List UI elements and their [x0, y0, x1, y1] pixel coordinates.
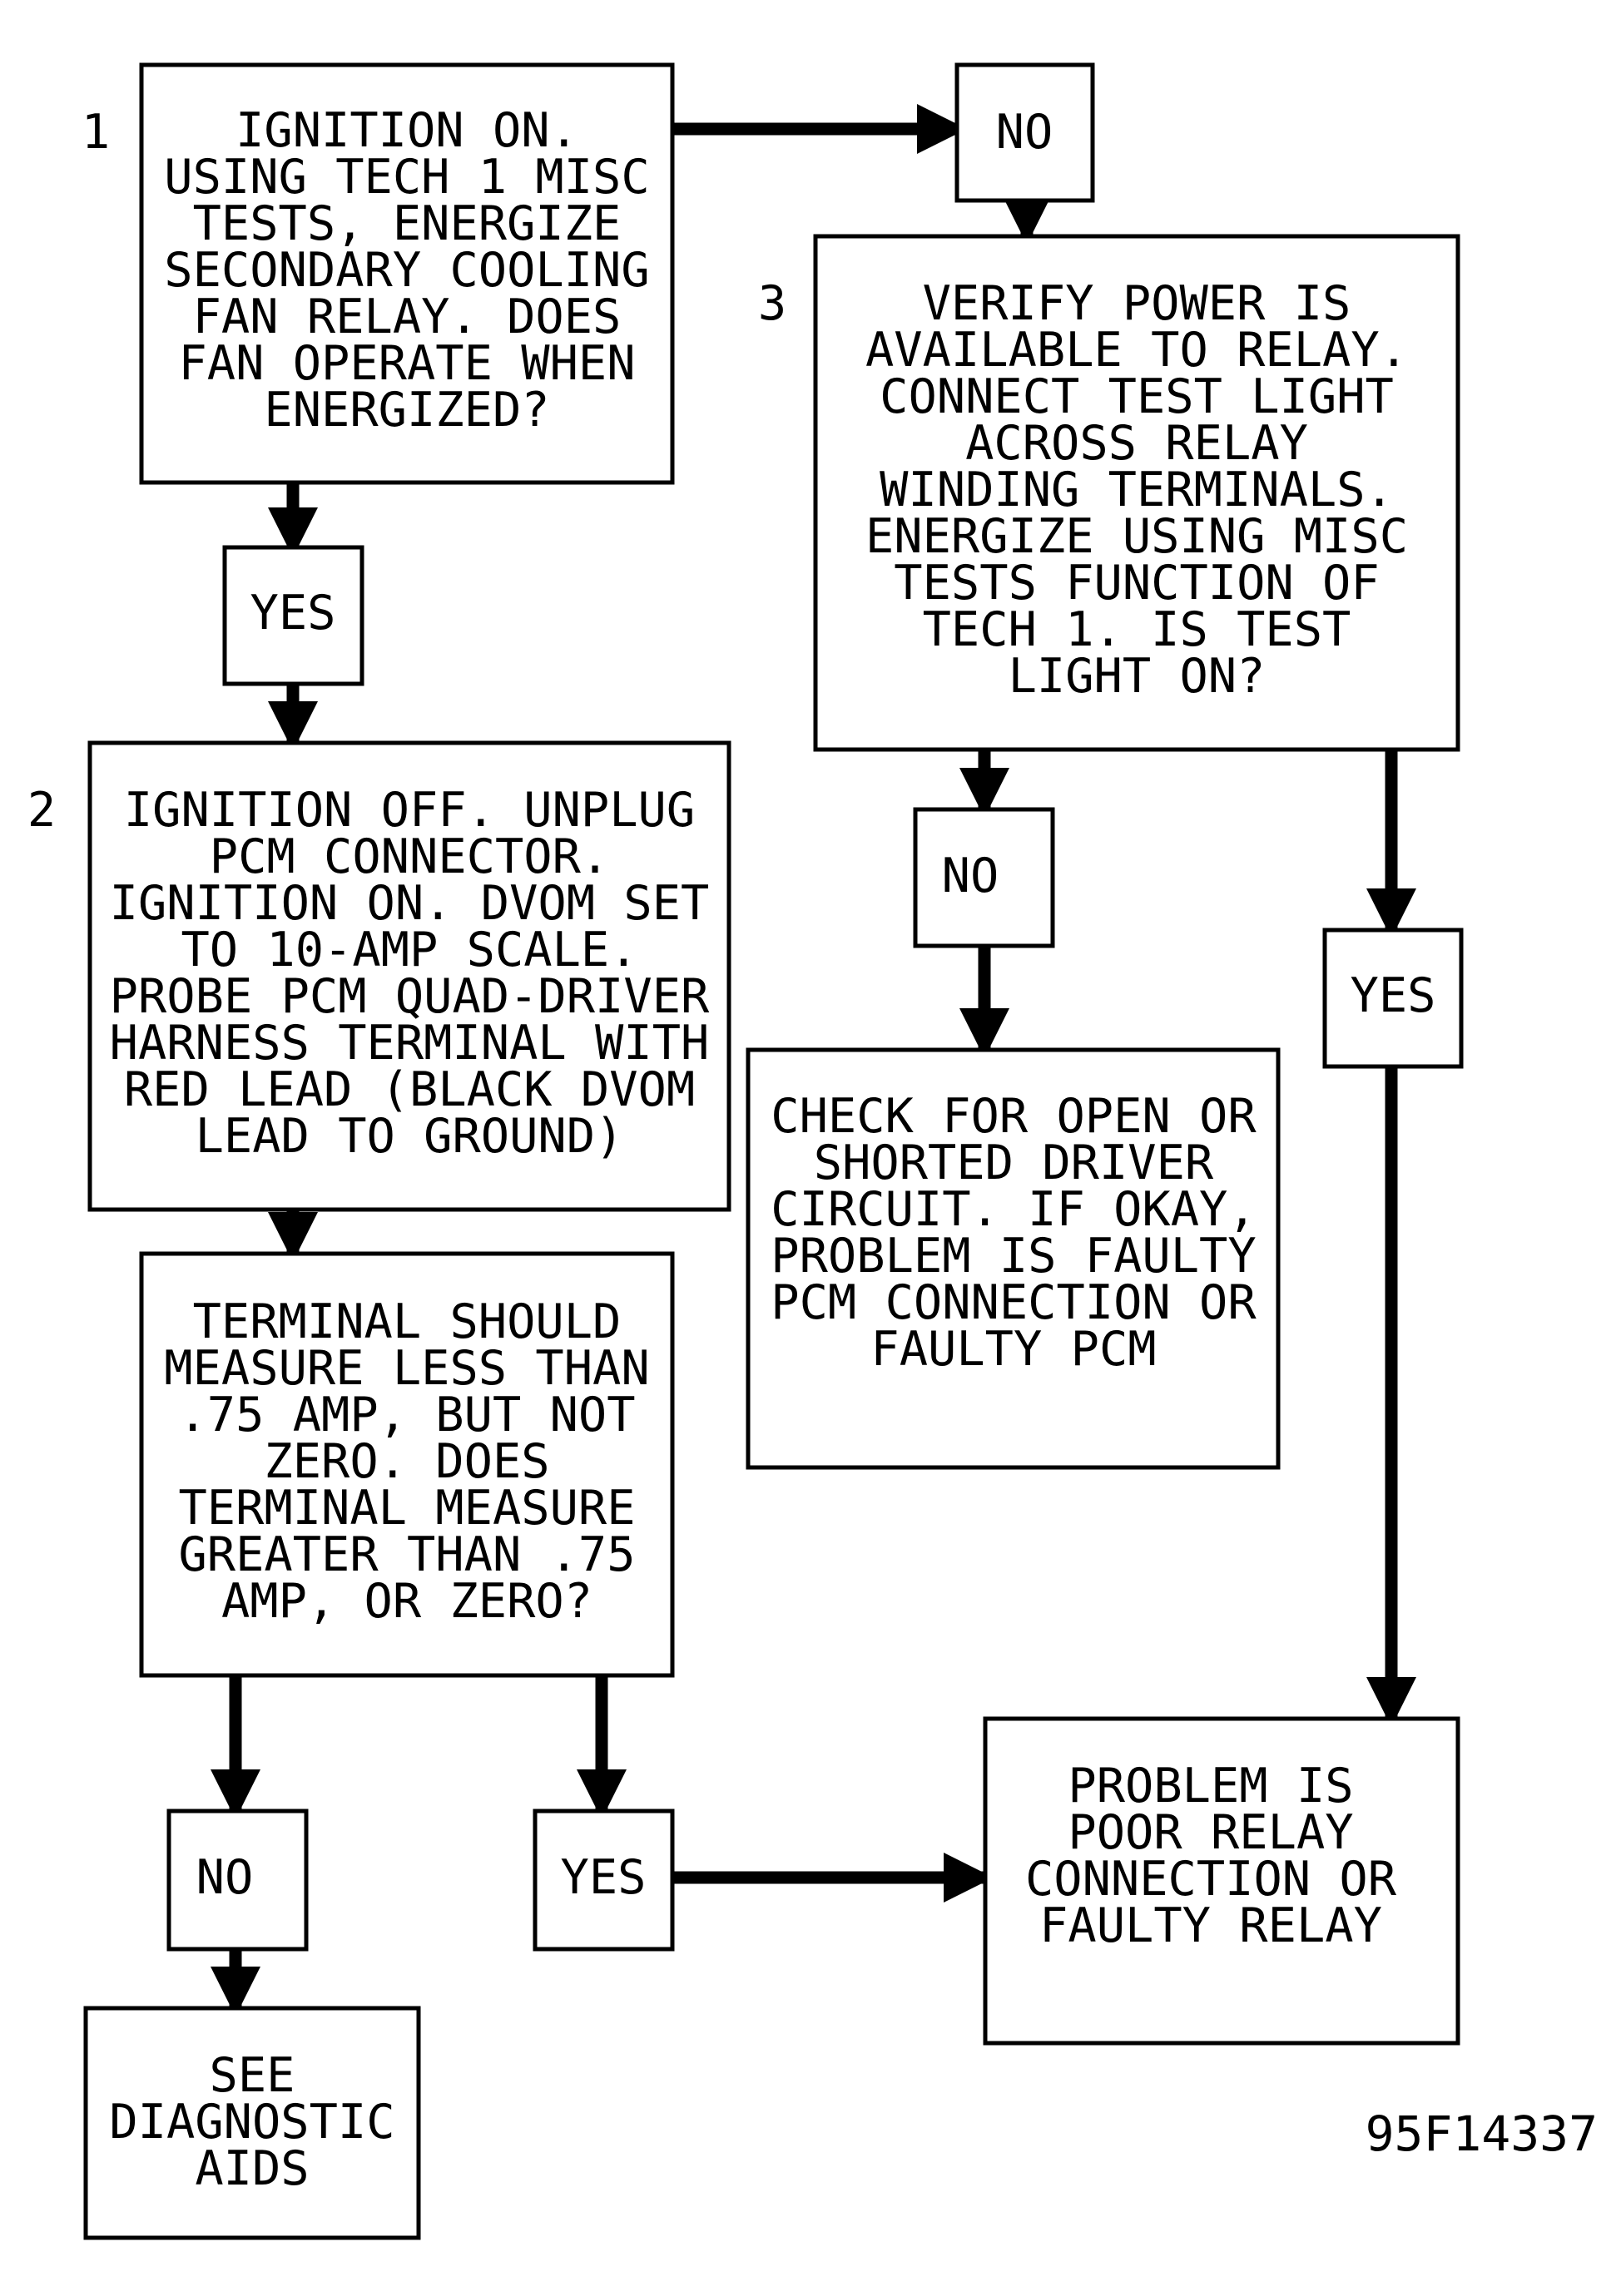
step1-line-3: TESTS, ENERGIZE — [193, 196, 622, 251]
measure-line-7: AMP, OR ZERO? — [221, 1574, 592, 1629]
relay-problem-box: PROBLEM IS POOR RELAY CONNECTION OR FAUL… — [983, 1716, 1460, 2046]
step1-number: 1 — [82, 105, 110, 160]
answer-no-measure: NO — [166, 1809, 309, 1952]
step2-line-1: IGNITION OFF. UNPLUG — [124, 783, 695, 838]
step3-box: VERIFY POWER IS AVAILABLE TO RELAY. CONN… — [813, 234, 1460, 752]
relay-problem-line-2: POOR RELAY — [1068, 1805, 1353, 1860]
relay-problem-line-1: PROBLEM IS — [1068, 1759, 1353, 1814]
step3-line-4: ACROSS RELAY — [965, 416, 1308, 471]
check-driver-line-6: FAULTY PCM — [870, 1322, 1156, 1377]
check-driver-line-2: SHORTED DRIVER — [814, 1136, 1214, 1190]
answer-yes-step3: YES — [1322, 928, 1464, 1069]
step1-line-7: ENERGIZED? — [264, 383, 549, 438]
step2-line-7: RED LEAD (BLACK DVOM — [124, 1062, 695, 1117]
measure-line-1: TERMINAL SHOULD — [193, 1294, 622, 1349]
step3-line-8: TECH 1. IS TEST — [923, 602, 1351, 657]
connectors — [211, 104, 1416, 2016]
step2-line-2: PCM CONNECTOR. — [210, 829, 609, 884]
check-driver-line-4: PROBLEM IS FAULTY — [771, 1229, 1256, 1284]
step3-line-7: TESTS FUNCTION OF — [894, 556, 1379, 611]
answer-yes-measure-label: YES — [561, 1850, 647, 1905]
answer-no-measure-label: NO — [196, 1850, 254, 1905]
step2-line-6: HARNESS TERMINAL WITH — [110, 1016, 710, 1071]
measure-line-2: MEASURE LESS THAN — [164, 1341, 649, 1396]
step1-line-6: FAN OPERATE WHEN — [178, 336, 635, 391]
answer-no-step1-label: NO — [996, 105, 1053, 160]
check-driver-line-5: PCM CONNECTION OR — [771, 1275, 1257, 1330]
step1-line-5: FAN RELAY. DOES — [193, 289, 622, 344]
answer-yes-step3-label: YES — [1351, 968, 1436, 1023]
step2-box: IGNITION OFF. UNPLUG PCM CONNECTOR. IGNI… — [87, 740, 731, 1212]
step2-line-3: IGNITION ON. DVOM SET — [110, 876, 710, 931]
answer-yes-step1: YES — [222, 545, 364, 686]
relay-problem-line-3: CONNECTION OR — [1025, 1852, 1397, 1907]
step3-line-6: ENERGIZE USING MISC — [865, 509, 1408, 564]
measure-line-5: TERMINAL MEASURE — [178, 1481, 635, 1536]
figure-code: 95F14337 — [1366, 2105, 1598, 2162]
step3-line-1: VERIFY POWER IS — [923, 276, 1351, 331]
step3-line-9: LIGHT ON? — [1009, 649, 1266, 704]
diag-aids-line-1: SEE — [210, 2048, 295, 2103]
answer-no-step3-label: NO — [942, 849, 999, 903]
diag-aids-line-2: DIAGNOSTIC — [109, 2095, 394, 2150]
step2-line-4: TO 10-AMP SCALE. — [181, 923, 637, 977]
step3-line-3: CONNECT TEST LIGHT — [880, 369, 1394, 424]
answer-no-step1: NO — [954, 62, 1095, 203]
step3-number: 3 — [758, 276, 786, 331]
step1-line-2: USING TECH 1 MISC — [164, 150, 649, 205]
measure-box: TERMINAL SHOULD MEASURE LESS THAN .75 AM… — [139, 1251, 675, 1678]
relay-problem-line-4: FAULTY RELAY — [1039, 1898, 1382, 1953]
step3-line-5: WINDING TERMINALS. — [880, 463, 1394, 517]
check-driver-line-3: CIRCUIT. IF OKAY, — [771, 1182, 1256, 1237]
step1-box: IGNITION ON. USING TECH 1 MISC TESTS, EN… — [139, 62, 675, 485]
measure-line-6: GREATER THAN .75 — [178, 1527, 635, 1582]
answer-yes-measure: YES — [533, 1809, 675, 1952]
check-driver-box: CHECK FOR OPEN OR SHORTED DRIVER CIRCUIT… — [746, 1047, 1281, 1470]
step2-line-8: LEAD TO GROUND) — [196, 1109, 624, 1164]
step1-line-1: IGNITION ON. — [235, 103, 578, 158]
step1-line-4: SECONDARY COOLING — [164, 243, 649, 298]
measure-line-3: .75 AMP, BUT NOT — [178, 1388, 635, 1442]
step3-line-2: AVAILABLE TO RELAY. — [865, 323, 1408, 378]
measure-line-4: ZERO. DOES — [264, 1434, 549, 1489]
diag-aids-line-3: AIDS — [195, 2141, 309, 2196]
answer-no-step3: NO — [913, 807, 1055, 948]
check-driver-line-1: CHECK FOR OPEN OR — [771, 1089, 1257, 1144]
step2-line-5: PROBE PCM QUAD-DRIVER — [110, 969, 710, 1024]
diag-aids-box: SEE DIAGNOSTIC AIDS — [83, 2006, 421, 2240]
step2-number: 2 — [27, 783, 56, 838]
answer-yes-step1-label: YES — [250, 586, 336, 641]
